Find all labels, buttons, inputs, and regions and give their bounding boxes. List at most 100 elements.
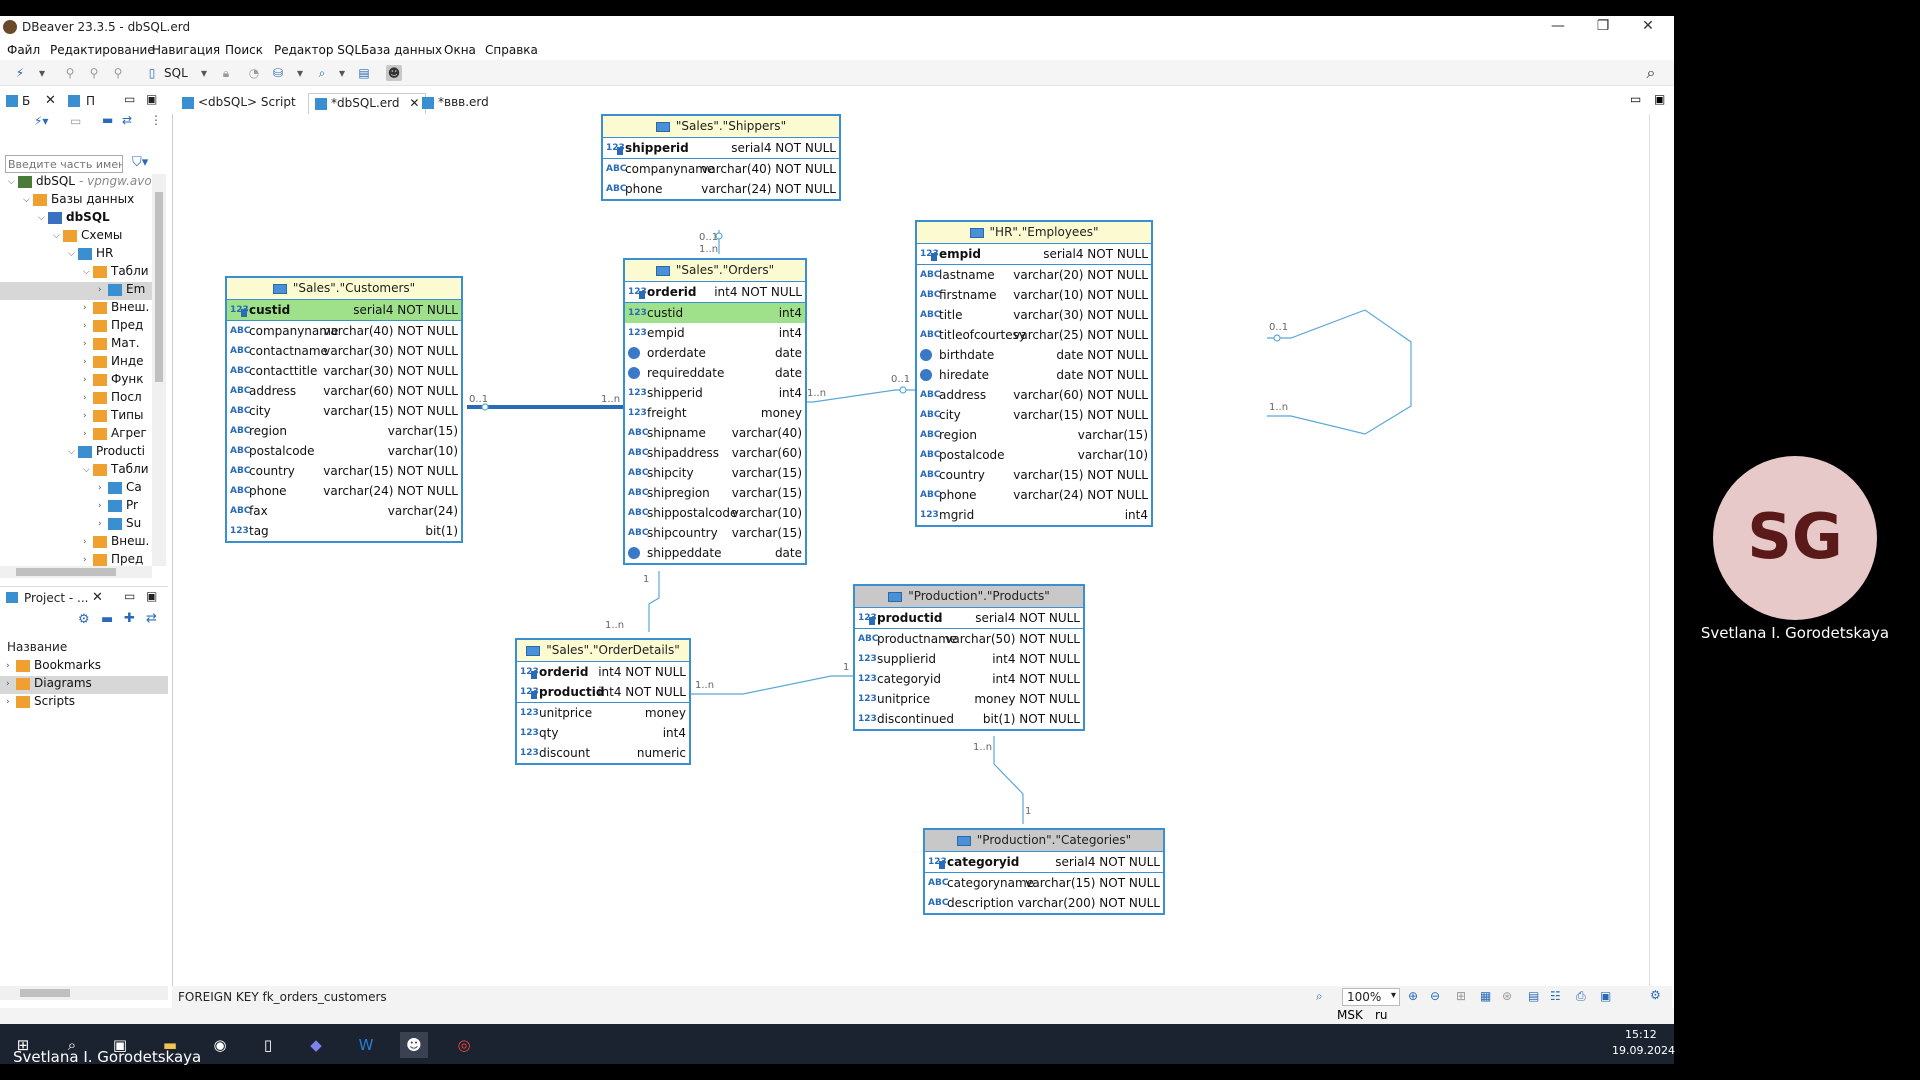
tree-item[interactable]: ⌵dbSQL- vpngw.avo — [0, 174, 152, 192]
tree-item[interactable]: ›Инде — [0, 354, 152, 372]
windows-start-icon[interactable]: ⊞ — [16, 1036, 30, 1054]
menu-sql-editor[interactable]: Редактор SQL — [274, 43, 362, 57]
entity-title[interactable]: "Production"."Categories" — [925, 830, 1163, 852]
scroll-thumb[interactable] — [20, 989, 70, 997]
add-icon[interactable]: ✚ — [124, 611, 135, 626]
chevron-right-icon[interactable]: › — [83, 410, 87, 421]
connect-icon[interactable]: ⚡▾ — [34, 114, 49, 128]
zoom-search-icon[interactable]: ⌕ — [318, 66, 326, 80]
tree-hscrollbar[interactable] — [0, 566, 152, 578]
tree-item[interactable]: ›Мат. — [0, 336, 152, 354]
tree-item[interactable]: ⌵HR — [0, 246, 152, 264]
chevron-right-icon[interactable]: › — [6, 696, 10, 707]
link-editor-icon[interactable]: ⇄ — [122, 113, 133, 127]
tab-dbsql-script[interactable]: <dbSQL> Script — [176, 93, 302, 114]
connect-icon[interactable]: ⚲ — [65, 66, 75, 80]
chevron-down-icon[interactable]: ⌵ — [38, 212, 45, 223]
print-icon[interactable]: ⎙ — [1576, 989, 1586, 1003]
chevron-right-icon[interactable]: › — [83, 374, 87, 385]
entity-title[interactable]: "Production"."Products" — [855, 586, 1083, 608]
search-icon[interactable]: ⌕ — [67, 1036, 77, 1054]
grid-icon[interactable]: ▦ — [1480, 989, 1492, 1003]
tree-item[interactable]: ›Функ — [0, 372, 152, 390]
tree-item[interactable]: ›Внеш. — [0, 300, 152, 318]
scroll-thumb[interactable] — [16, 568, 116, 576]
tree-item[interactable]: ›Агрег — [0, 426, 152, 444]
task-view-icon[interactable]: ▣ — [112, 1036, 128, 1054]
close-tab-icon[interactable]: ✕ — [409, 96, 420, 110]
preferences-icon[interactable]: ▤ — [358, 66, 370, 80]
minimize-editor-icon[interactable]: ▭ — [1630, 92, 1642, 106]
chevron-right-icon[interactable]: › — [83, 536, 87, 547]
tree-item[interactable]: ⌵Табли — [0, 264, 152, 282]
chevron-right-icon[interactable]: › — [98, 482, 102, 493]
chevron-down-icon[interactable]: ⌵ — [8, 176, 15, 187]
tree-scrollbar[interactable] — [152, 174, 166, 566]
tab-dbsql-erd[interactable]: *dbSQL.erd ✕ — [308, 93, 427, 114]
tab-database-navigator[interactable]: Б — [22, 94, 31, 108]
new-connection-icon[interactable]: ⚡ — [15, 66, 25, 80]
sql-button-label[interactable]: SQL — [164, 66, 188, 80]
chevron-right-icon[interactable]: › — [83, 428, 87, 439]
chevron-right-icon[interactable]: › — [83, 392, 87, 403]
chrome-icon[interactable]: ◎ — [457, 1036, 471, 1054]
new-folder-icon[interactable]: ▭ — [70, 114, 82, 128]
project-item[interactable]: ›Bookmarks — [0, 658, 168, 676]
chevron-down-icon[interactable]: ⌵ — [83, 266, 90, 277]
database-navigator-icon[interactable] — [6, 95, 18, 107]
tree-item[interactable]: ⌵Табли — [0, 462, 152, 480]
lock-icon[interactable]: 🔒︎ — [222, 66, 230, 80]
tree-item[interactable]: ›Ca — [0, 480, 152, 498]
entity-title[interactable]: "HR"."Employees" — [917, 222, 1151, 244]
entity-title[interactable]: "Sales"."Customers" — [227, 278, 461, 300]
chevron-down-icon[interactable]: ⌵ — [83, 464, 90, 475]
remote-desktop-icon[interactable]: ◉ — [213, 1036, 227, 1054]
navigator-filter-input[interactable] — [5, 155, 123, 173]
tree-item[interactable]: ⌵Схемы — [0, 228, 152, 246]
tree-item[interactable]: ›Em — [0, 282, 152, 300]
chevron-right-icon[interactable]: › — [6, 660, 10, 671]
tab-project[interactable]: Project - ... — [24, 591, 89, 605]
menu-file[interactable]: Файл — [7, 43, 41, 57]
chevron-down-icon[interactable]: ⌵ — [68, 446, 75, 457]
settings-gear-icon[interactable]: ⚙ — [1650, 988, 1661, 1002]
projects-icon[interactable] — [68, 95, 80, 107]
attributes-icon[interactable]: ☷ — [1550, 989, 1561, 1003]
chevron-right-icon[interactable]: › — [98, 518, 102, 529]
tree-item[interactable]: ⌵Базы данных — [0, 192, 152, 210]
tree-item[interactable]: ›Внеш. — [0, 534, 152, 552]
